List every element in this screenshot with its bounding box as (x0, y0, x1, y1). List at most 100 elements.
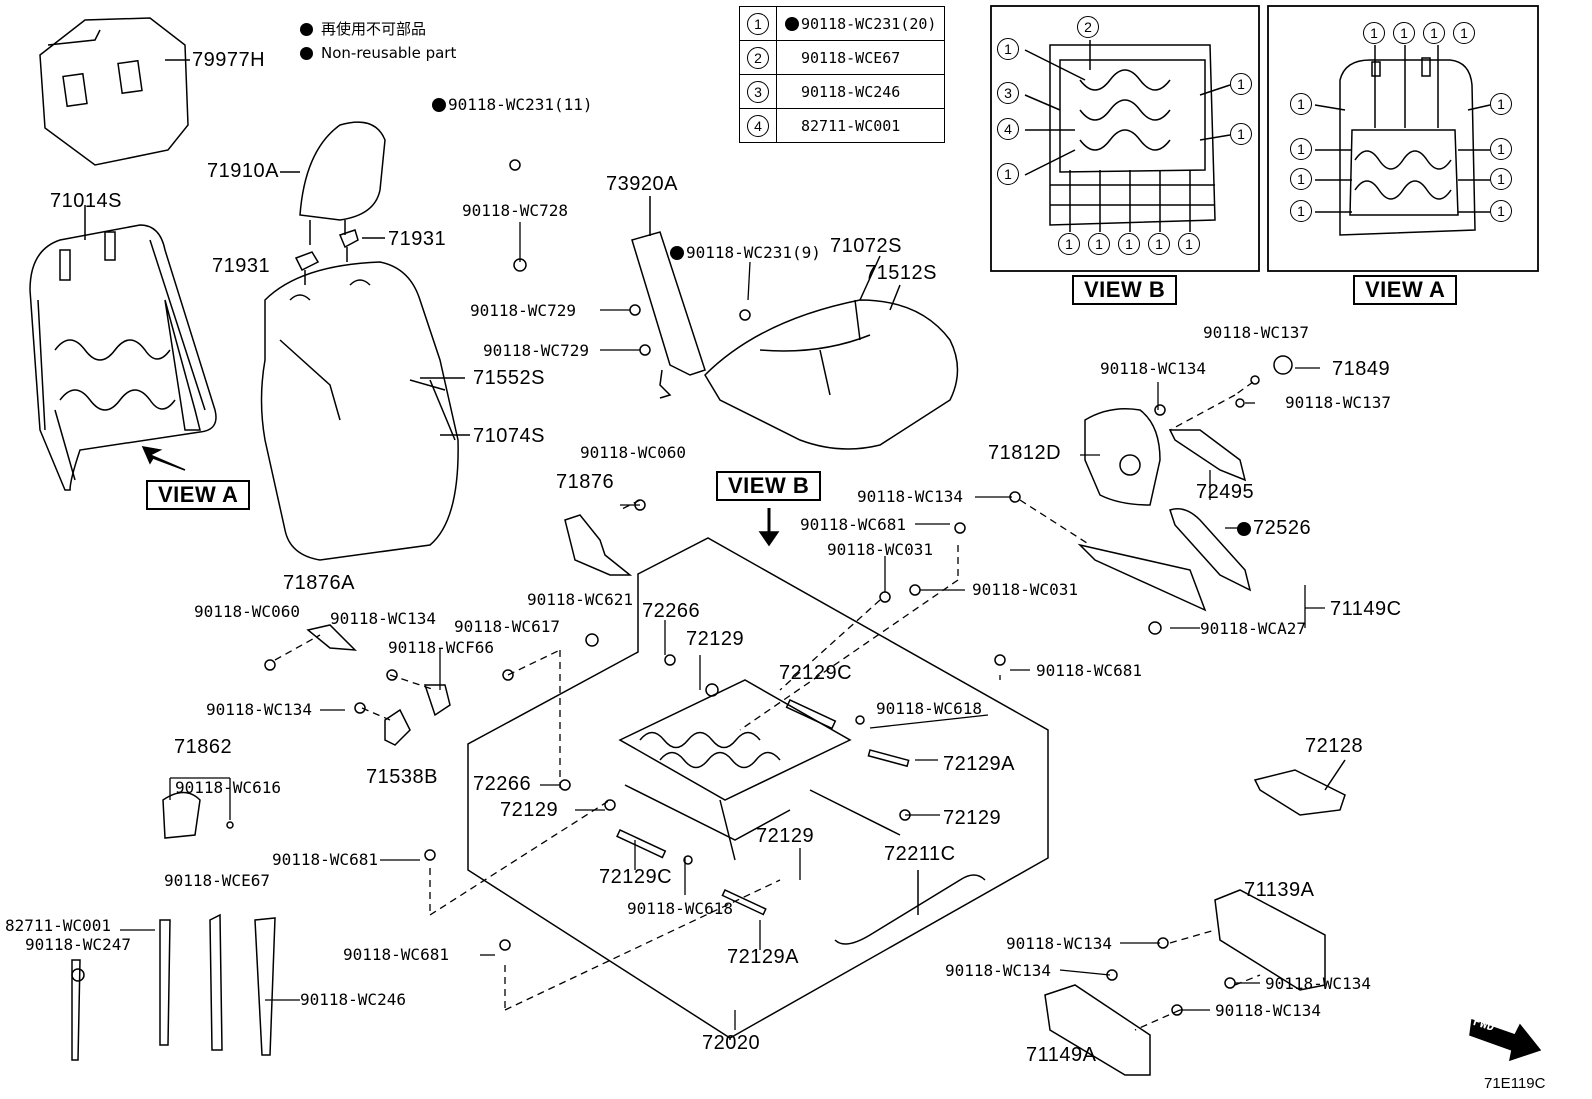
part-label: 72020 (702, 1032, 761, 1054)
key-number-marker: 2 (747, 46, 769, 69)
view-a-marker: 1 (1453, 22, 1475, 44)
bolts-and-clips (226, 159, 1260, 1016)
seat-track-mechanism-illustration (616, 679, 986, 945)
headrest-illustration (280, 121, 386, 285)
view-b-marker: 1 (1230, 123, 1252, 145)
view-a-arrow (141, 446, 186, 471)
part-label: 90118-WC681 (343, 945, 449, 964)
part-label: 72129 (756, 825, 815, 847)
part-label: 71931 (388, 228, 447, 250)
key-part-cell: 82711-WC001 (775, 108, 946, 143)
part-label: 90118-WC231(9) (670, 244, 821, 262)
view-b-marker: 1 (1118, 233, 1140, 255)
legend-row-en: Non-reusable part (300, 44, 456, 62)
key-part-cell: 90118-WCE67 (775, 40, 946, 75)
part-label: 90118-WC134 (1006, 934, 1112, 953)
key-part-number: 90118-WC246 (801, 82, 901, 101)
key-part-number: 90118-WCE67 (801, 48, 901, 67)
seat-cushion-illustration (704, 255, 959, 450)
key-table: 1 90118-WC231(20) 2 90118-WCE67 3 90118-… (739, 6, 946, 143)
key-number-cell: 4 (739, 108, 777, 143)
view-a-inset (1267, 5, 1539, 272)
part-label: 90118-WC681 (1036, 661, 1142, 680)
solid-leaders (120, 222, 1325, 1030)
legend-jp-text: 再使用不可部品 (321, 20, 427, 38)
part-label-text: 72526 (1253, 517, 1312, 539)
nonreusable-dot-icon (1237, 522, 1251, 536)
part-label: 71812D (988, 442, 1062, 464)
key-number-marker: 1 (747, 12, 769, 35)
part-label: 71139A (1244, 879, 1315, 901)
view-b-marker: 3 (997, 82, 1019, 104)
part-label-text: 90118-WC231(9) (686, 243, 821, 262)
side-brackets-illustration (1044, 759, 1346, 1076)
part-label: 71072S (830, 235, 902, 257)
part-label: 90118-WC134 (330, 609, 436, 628)
part-label: 90118-WC134 (1265, 974, 1371, 993)
part-label: 71862 (174, 736, 233, 758)
part-label: 71149C (1330, 598, 1402, 620)
part-label: 72129 (943, 807, 1002, 829)
nonreusable-dot-icon (670, 246, 684, 260)
view-b-marker: 1 (1088, 233, 1110, 255)
view-b-marker: 1 (997, 38, 1019, 60)
view-a-marker: 1 (1363, 22, 1385, 44)
key-number-marker: 3 (747, 80, 769, 103)
view-b-marker: 1 (1058, 233, 1080, 255)
view-a-marker: 1 (1393, 22, 1415, 44)
key-row: 2 90118-WCE67 (739, 40, 946, 75)
part-label: 72129A (727, 946, 799, 968)
key-number-cell: 3 (739, 74, 777, 109)
seat-back-frame-illustration (29, 205, 217, 491)
part-label: 72526 (1237, 517, 1311, 539)
view-a-marker: 1 (1290, 168, 1312, 190)
part-label: 90118-WC060 (580, 443, 686, 462)
view-a-marker: 1 (1490, 93, 1512, 115)
view-b-marker: 1 (997, 163, 1019, 185)
view-b-arrow (758, 508, 780, 547)
fwd-arrow-icon (1469, 1018, 1542, 1062)
part-label: 90118-WC729 (483, 341, 589, 360)
part-label: 72129C (599, 866, 673, 888)
legend-en-text: Non-reusable part (321, 44, 457, 62)
part-label: 71876A (283, 572, 355, 594)
nonreusable-dot-icon (785, 16, 799, 31)
dashed-leaders (274, 381, 1261, 1031)
nonreusable-dot-icon (300, 23, 313, 36)
part-label: 72129A (943, 753, 1015, 775)
part-label: 71149A (1026, 1044, 1097, 1066)
view-b-callout: VIEW B (716, 471, 822, 501)
part-label: 90118-WC031 (827, 540, 933, 559)
view-b-marker: 2 (1077, 16, 1099, 38)
key-row: 3 90118-WC246 (739, 74, 946, 109)
cable-ties-illustration (71, 913, 276, 1061)
part-label: 90118-WC681 (800, 515, 906, 534)
part-label: 71014S (50, 190, 122, 212)
view-a-marker: 1 (1423, 22, 1445, 44)
part-label: 71538B (366, 766, 438, 788)
key-number-marker: 4 (747, 114, 769, 137)
seat-back-pad-illustration (39, 17, 190, 166)
part-label: 90118-WC231(11) (432, 96, 593, 114)
part-label: 79977H (192, 49, 266, 71)
part-label: 71910A (207, 160, 279, 182)
nonreusable-dot-icon (432, 98, 446, 112)
view-a-title: VIEW A (1353, 275, 1458, 305)
small-brackets-illustration (162, 514, 633, 839)
part-label: 90118-WCE67 (164, 871, 270, 890)
view-a-callout: VIEW A (146, 480, 251, 510)
view-b-marker: 1 (1178, 233, 1200, 255)
part-label: 90118-WC618 (627, 899, 733, 918)
view-b-inset (990, 5, 1260, 272)
part-label: 72495 (1196, 481, 1255, 503)
part-label: 90118-WC134 (206, 700, 312, 719)
key-part-cell: 90118-WC246 (775, 74, 946, 109)
part-label: 71552S (473, 367, 545, 389)
key-part-cell: 90118-WC231(20) (775, 6, 946, 41)
part-label: 72129 (686, 628, 745, 650)
part-label: 90118-WC246 (300, 990, 406, 1009)
part-label: 71074S (473, 425, 545, 447)
key-part-number: 82711-WC001 (801, 116, 901, 135)
view-a-marker: 1 (1290, 93, 1312, 115)
view-a-marker: 1 (1490, 200, 1512, 222)
